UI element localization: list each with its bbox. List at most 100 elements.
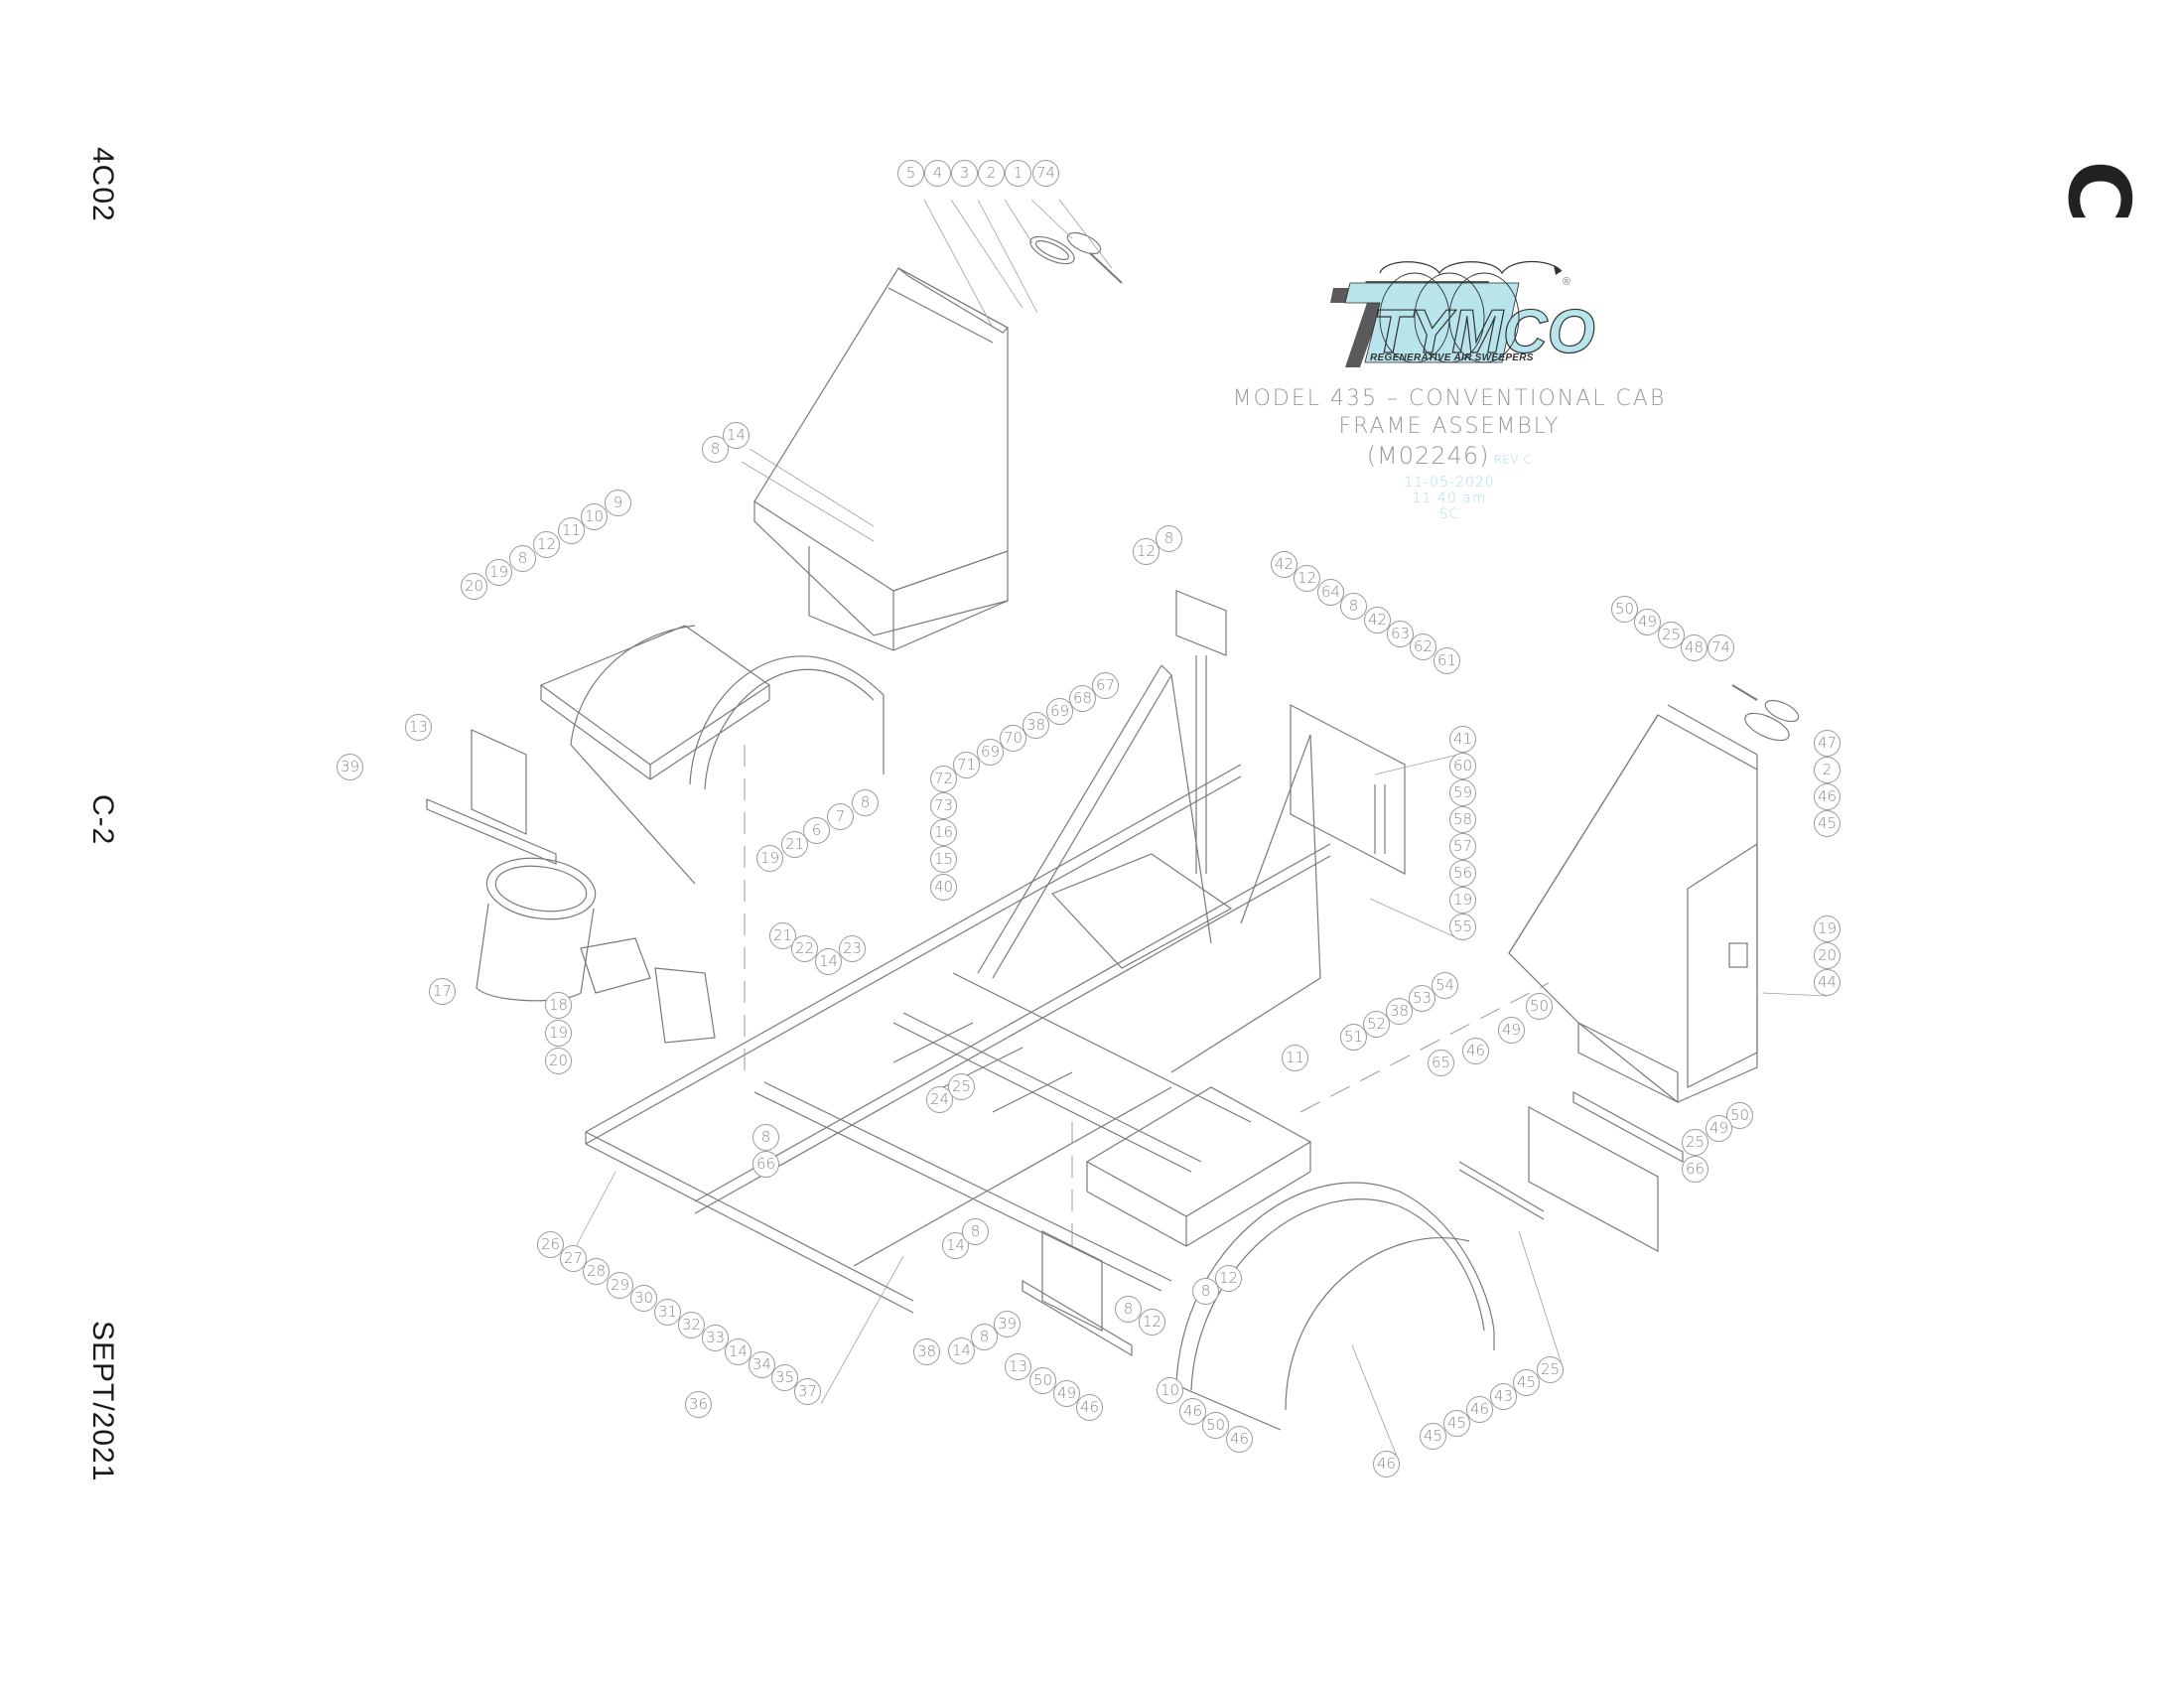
drafter-initials: SC <box>1438 506 1460 522</box>
callout-bubble-45: 45 <box>1443 1410 1470 1437</box>
callout-bubble-67: 67 <box>1092 672 1119 699</box>
callout-bubble-72: 72 <box>930 766 957 792</box>
callout-bubble-32: 32 <box>678 1312 705 1338</box>
callout-bubble-4: 4 <box>924 160 951 187</box>
callout-bubble-20: 20 <box>1814 942 1841 969</box>
callout-bubble-42: 42 <box>1364 607 1391 633</box>
fender-left <box>539 625 885 885</box>
callout-bubble-16: 16 <box>930 819 957 846</box>
callout-bubble-25: 25 <box>1658 622 1685 648</box>
callout-bubble-17: 17 <box>429 978 456 1005</box>
callout-bubble-37: 37 <box>794 1378 821 1405</box>
callout-bubble-63: 63 <box>1387 621 1414 647</box>
callout-bubble-49: 49 <box>1634 609 1661 635</box>
callout-bubble-57: 57 <box>1449 833 1476 860</box>
callout-bubble-45: 45 <box>1513 1369 1540 1396</box>
callout-bubble-2: 2 <box>978 160 1005 187</box>
callout-bubble-12: 12 <box>1215 1265 1242 1292</box>
callout-bubble-3: 3 <box>951 160 978 187</box>
callout-bubble-35: 35 <box>771 1364 798 1391</box>
callout-bubble-36: 36 <box>685 1391 712 1418</box>
callout-bubble-66: 66 <box>752 1151 779 1178</box>
callout-bubble-7: 7 <box>827 803 854 830</box>
callout-bubble-49: 49 <box>1706 1115 1732 1142</box>
callout-bubble-47: 47 <box>1814 730 1841 757</box>
callout-bubble-29: 29 <box>607 1272 633 1299</box>
callout-bubble-49: 49 <box>1498 1017 1525 1044</box>
callout-bubble-40: 40 <box>930 874 957 901</box>
callout-bubble-25: 25 <box>948 1073 975 1100</box>
callout-bubble-68: 68 <box>1069 685 1096 712</box>
callout-bubble-33: 33 <box>702 1325 729 1351</box>
callout-bubble-27: 27 <box>560 1245 587 1272</box>
rear-panel <box>1290 704 1406 875</box>
callout-bubble-43: 43 <box>1490 1383 1517 1410</box>
callout-bubble-65: 65 <box>1428 1050 1454 1076</box>
callout-bubble-54: 54 <box>1432 972 1458 999</box>
callout-bubble-46: 46 <box>1373 1451 1400 1477</box>
callout-bubble-69: 69 <box>977 739 1004 766</box>
callout-bubble-12: 12 <box>533 531 560 558</box>
drawing-date: 11-05-2020 <box>1404 475 1495 491</box>
assembly-title: FRAME ASSEMBLY <box>1338 414 1561 439</box>
callout-bubble-13: 13 <box>405 714 432 741</box>
callout-bubble-60: 60 <box>1449 753 1476 779</box>
callout-bubble-46: 46 <box>1814 783 1841 810</box>
callout-bubble-19: 19 <box>1449 887 1476 914</box>
callout-bubble-20: 20 <box>461 573 487 600</box>
callout-bubble-41: 41 <box>1449 726 1476 753</box>
callout-bubble-39: 39 <box>994 1311 1021 1337</box>
callout-bubble-8: 8 <box>752 1124 779 1151</box>
callout-bubble-10: 10 <box>581 503 608 530</box>
marker-light-top <box>1029 231 1123 284</box>
callout-bubble-8: 8 <box>1340 593 1367 620</box>
callout-bubble-51: 51 <box>1340 1024 1367 1051</box>
callout-bubble-14: 14 <box>942 1232 969 1259</box>
callout-bubble-53: 53 <box>1409 985 1435 1012</box>
callout-bubble-8: 8 <box>852 789 879 816</box>
callout-bubble-1: 1 <box>1005 160 1031 187</box>
callout-bubble-19: 19 <box>756 845 783 872</box>
callout-bubble-18: 18 <box>545 992 572 1019</box>
callout-bubble-46: 46 <box>1179 1398 1206 1425</box>
callout-bubble-70: 70 <box>1000 725 1026 752</box>
callout-bubble-50: 50 <box>1202 1412 1229 1439</box>
callout-bubble-38: 38 <box>1023 712 1049 739</box>
drawing-time: 11:40 am <box>1412 491 1487 506</box>
callout-bubble-45: 45 <box>1814 810 1841 837</box>
callout-bubble-25: 25 <box>1682 1129 1708 1156</box>
callout-bubble-61: 61 <box>1433 647 1460 674</box>
callout-bubble-30: 30 <box>630 1285 657 1312</box>
model-title: MODEL 435 – CONVENTIONAL CAB <box>1232 386 1667 411</box>
callout-bubble-50: 50 <box>1611 596 1638 623</box>
callout-bubble-74: 74 <box>1707 634 1734 661</box>
tymco-logo: TYMCO <box>1330 260 1595 367</box>
callout-bubble-22: 22 <box>791 935 818 962</box>
callout-bubble-25: 25 <box>1537 1356 1564 1383</box>
cab-support-frame <box>977 590 1321 1073</box>
callout-bubble-8: 8 <box>1156 525 1182 552</box>
battery-box <box>1085 1086 1312 1247</box>
callout-bubble-12: 12 <box>1133 538 1160 565</box>
mud-flap-right <box>1458 1090 1684 1253</box>
brand-tagline: REGENERATIVE AIR SWEEPERS <box>1370 352 1534 363</box>
callout-bubble-20: 20 <box>545 1048 572 1074</box>
callout-bubble-8: 8 <box>1115 1296 1142 1323</box>
callout-bubble-69: 69 <box>1046 698 1073 725</box>
callout-bubble-56: 56 <box>1449 860 1476 887</box>
callout-bubble-52: 52 <box>1363 1011 1390 1038</box>
callout-bubble-10: 10 <box>1157 1377 1183 1404</box>
callout-bubble-8: 8 <box>509 545 536 572</box>
callout-bubble-31: 31 <box>654 1299 681 1326</box>
callout-bubble-39: 39 <box>337 754 363 780</box>
callout-bubble-8: 8 <box>971 1324 998 1350</box>
callout-bubble-46: 46 <box>1466 1396 1493 1423</box>
callout-bubble-45: 45 <box>1420 1423 1446 1450</box>
callout-bubble-48: 48 <box>1681 634 1707 661</box>
callout-bubble-46: 46 <box>1462 1038 1489 1064</box>
callout-bubble-13: 13 <box>1005 1353 1031 1380</box>
callout-bubble-50: 50 <box>1726 1102 1753 1129</box>
callout-bubble-19: 19 <box>485 559 512 586</box>
callout-bubble-73: 73 <box>930 792 957 819</box>
hood-panel-right <box>1508 704 1758 1104</box>
